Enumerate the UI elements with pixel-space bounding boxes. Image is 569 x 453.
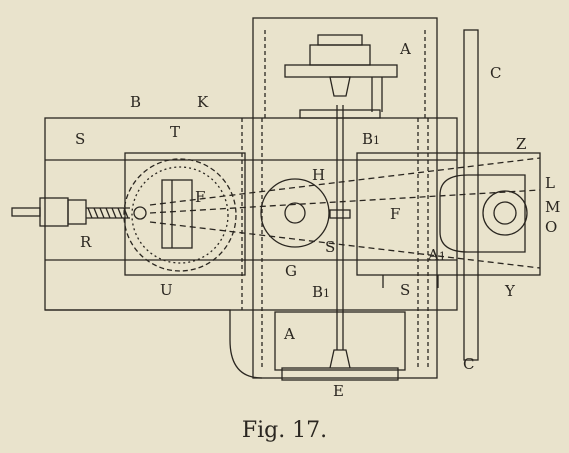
label-c-top: C <box>490 64 502 82</box>
label-f-left: F <box>195 188 206 206</box>
carriage-b <box>124 152 246 276</box>
label-u: U <box>160 281 173 299</box>
label-e: E <box>333 382 344 400</box>
label-b: B <box>130 93 142 111</box>
column-frame <box>252 17 438 379</box>
label-k: K <box>197 93 209 111</box>
rotary-table <box>123 158 237 272</box>
label-o: O <box>545 218 558 236</box>
label-a-bottom: A <box>284 325 295 343</box>
label-m: M <box>545 198 561 216</box>
label-c-bottom: C <box>463 355 475 373</box>
label-y: Y <box>505 282 515 300</box>
label-t: T <box>170 123 181 141</box>
guide-bar-c <box>463 29 479 361</box>
label-a1: A1 <box>428 246 446 264</box>
label-z: Z <box>516 135 527 153</box>
label-r: R <box>80 233 92 251</box>
label-s-center: S <box>325 238 336 256</box>
label-s-upper-left: S <box>75 130 86 148</box>
disk-g <box>260 178 330 248</box>
label-a-top: A <box>400 40 411 58</box>
carriage-f <box>356 152 541 276</box>
bottom-gear <box>281 367 399 381</box>
label-b1-top: B1 <box>362 130 381 148</box>
label-l: L <box>545 174 555 192</box>
label-f-right: F <box>390 205 401 223</box>
label-g: G <box>285 262 297 280</box>
figure-caption: Fig. 17. <box>241 418 328 443</box>
label-s-lower-right: S <box>400 281 411 299</box>
top-gear <box>284 64 398 78</box>
label-h: H <box>312 166 326 184</box>
label-b1-bottom: B1 <box>312 283 331 301</box>
bed-plate <box>44 117 458 311</box>
